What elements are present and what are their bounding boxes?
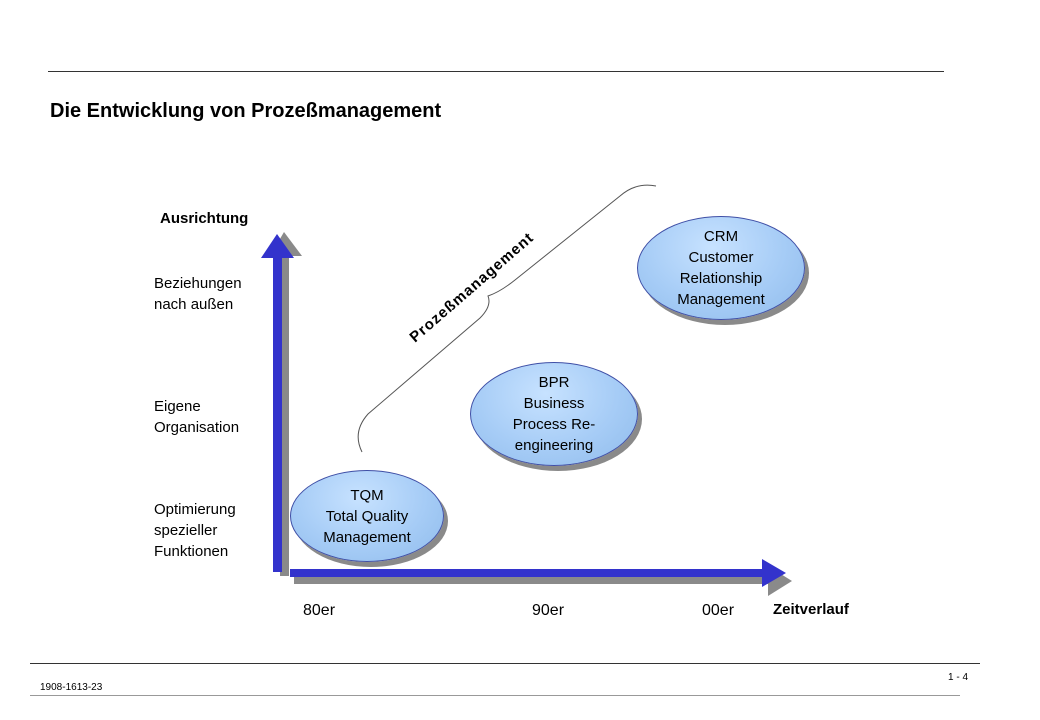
node-line: Process Re- bbox=[512, 416, 596, 433]
x-tick-00er: 00er bbox=[702, 602, 735, 619]
y-axis-arrow bbox=[261, 234, 294, 572]
page-number: 1 - 4 bbox=[948, 672, 969, 683]
x-tick-90er: 90er bbox=[532, 602, 565, 619]
y-axis-title: Ausrichtung bbox=[160, 210, 249, 227]
node-line: Management bbox=[677, 291, 765, 308]
x-axis-title: Zeitverlauf bbox=[773, 601, 849, 618]
node-line: Management bbox=[323, 528, 411, 546]
y-level-own-organisation: Eigene Organisation bbox=[154, 396, 239, 438]
x-axis-arrow-shadow bbox=[294, 566, 792, 596]
y-level-functions: Optimierung spezieller Funktionen bbox=[154, 499, 236, 562]
node-line: BPR bbox=[538, 374, 570, 391]
y-level-line: Beziehungen bbox=[154, 275, 242, 292]
y-level-line: Funktionen bbox=[154, 543, 229, 560]
page-title: Die Entwicklung von Prozeßmanagement bbox=[50, 100, 442, 122]
node-line: Customer bbox=[688, 249, 754, 266]
bottom-rule bbox=[30, 663, 980, 664]
y-level-line: Organisation bbox=[154, 419, 240, 436]
node-line: Relationship bbox=[679, 270, 763, 287]
y-level-line: Eigene bbox=[154, 398, 201, 415]
node-line: Total Quality bbox=[325, 507, 409, 525]
y-level-line: Optimierung bbox=[154, 501, 236, 518]
top-rule bbox=[48, 71, 944, 72]
x-tick-80er: 80er bbox=[303, 602, 336, 619]
y-level-external: Beziehungen nach außen bbox=[154, 273, 242, 315]
node-tqm: TQM Total Quality Management bbox=[290, 470, 444, 562]
brace-label: Prozeßmanagement bbox=[406, 229, 537, 346]
node-crm: CRM Customer Relationship Management bbox=[637, 216, 805, 320]
node-bpr: BPR Business Process Re- engineering bbox=[470, 362, 638, 466]
document-code: 1908-1613-23 bbox=[40, 682, 103, 693]
node-line: TQM bbox=[350, 486, 384, 504]
node-line: engineering bbox=[514, 437, 594, 454]
node-line: CRM bbox=[703, 228, 739, 245]
brace-line bbox=[357, 184, 657, 453]
y-level-line: nach außen bbox=[154, 296, 234, 313]
node-line: Business bbox=[523, 395, 585, 412]
x-axis-arrow bbox=[290, 559, 786, 587]
y-level-line: spezieller bbox=[154, 522, 218, 539]
footer-rule bbox=[30, 695, 960, 696]
y-axis-arrow-shadow bbox=[270, 232, 302, 576]
